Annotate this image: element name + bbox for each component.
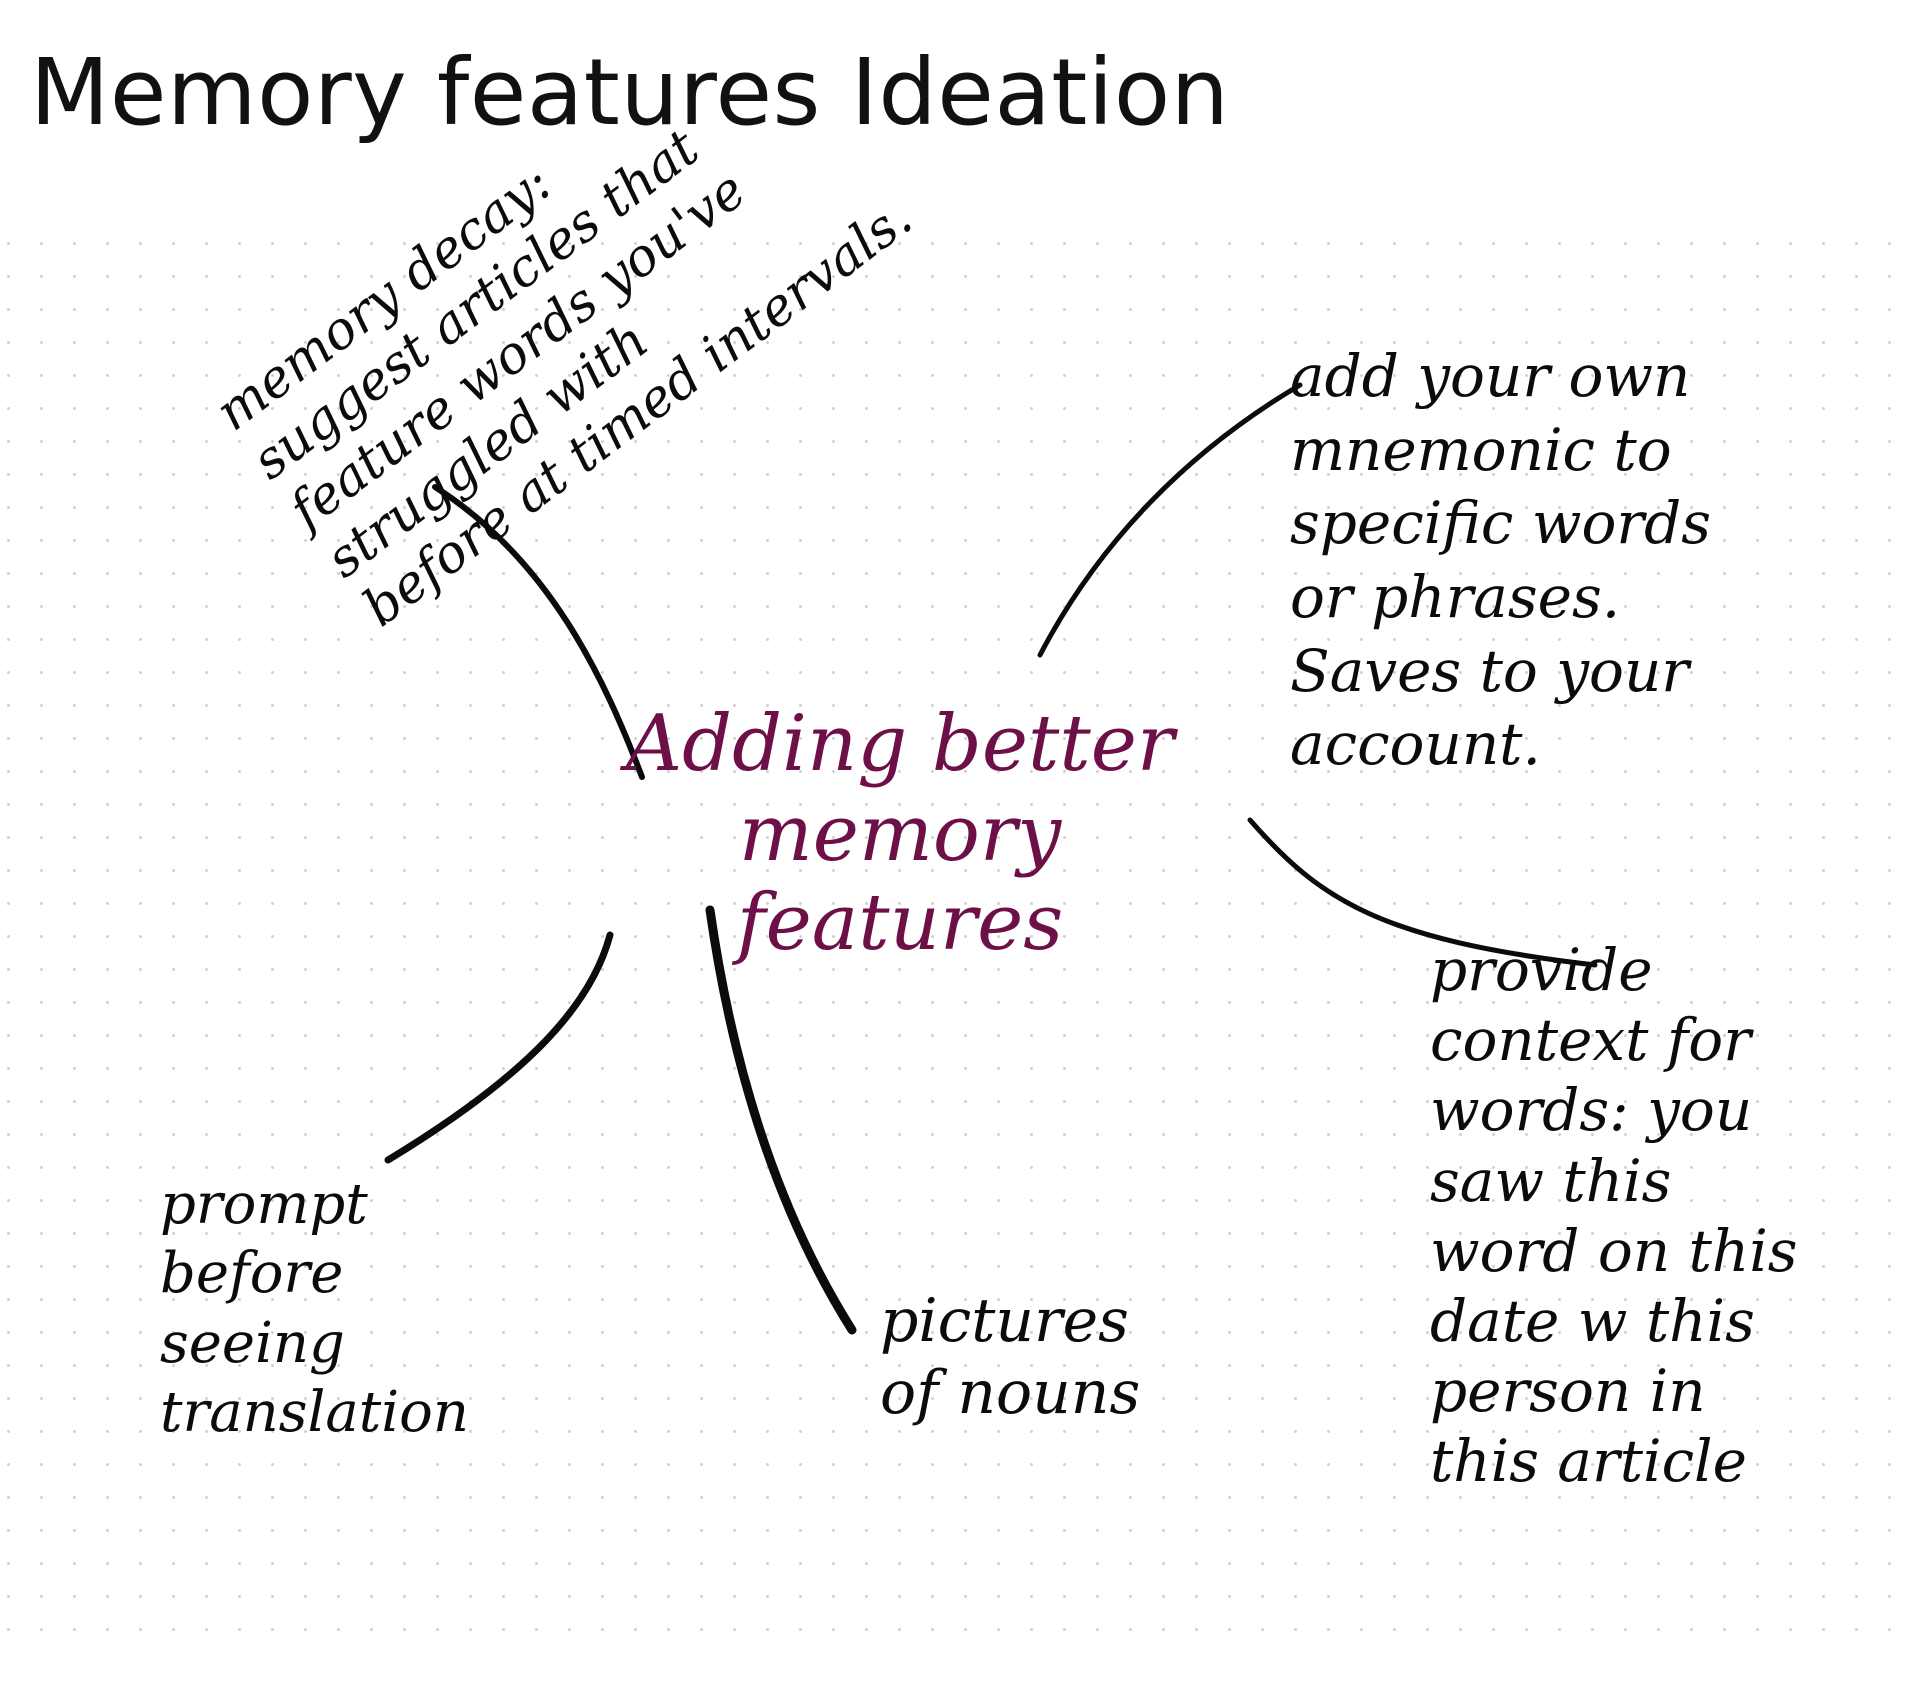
page-title: Memory features Ideation [30, 39, 1230, 146]
note-pictures-of-nouns: pictures of nouns [880, 1286, 1141, 1428]
note-add-mnemonic: add your own mnemonic to specific words … [1290, 342, 1712, 779]
central-topic: Adding better memory features [625, 699, 1175, 969]
note-provide-context: provide context for words: you saw this … [1430, 936, 1798, 1496]
note-prompt-before-translation: prompt before seeing translation [160, 1172, 469, 1446]
